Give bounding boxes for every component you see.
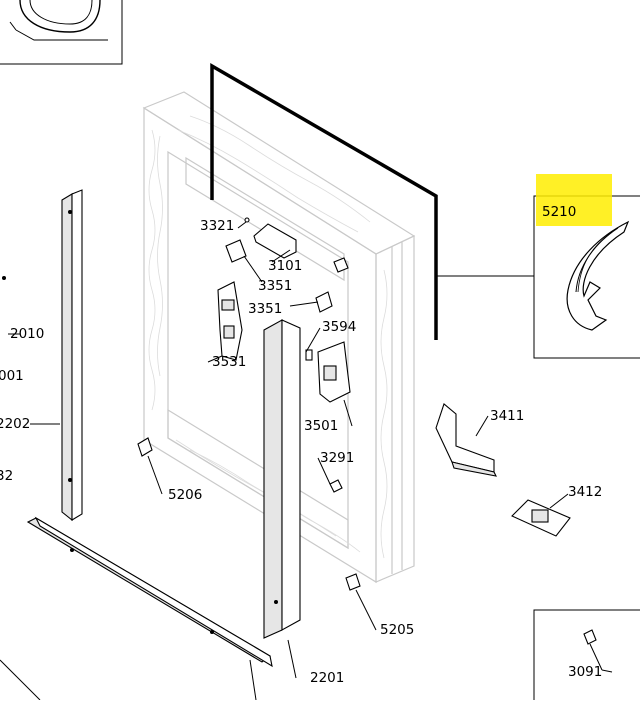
callout-2010: 2010: [10, 326, 44, 342]
callout-2202: 2202: [0, 416, 30, 432]
callout-3101: 3101: [268, 258, 302, 274]
center-rail: [263, 319, 301, 639]
callout-3351-top: 3351: [258, 278, 292, 294]
callout-3351-mid: 3351: [248, 301, 282, 317]
pin-3321: [244, 217, 250, 223]
callout-3594: 3594: [322, 319, 356, 335]
callout-5210: 5210: [542, 204, 576, 220]
clip-5205: [345, 573, 361, 591]
callout-001: 001: [0, 368, 24, 384]
callout-3501: 3501: [304, 418, 338, 434]
gasket-inset-box: [533, 174, 640, 359]
callout-3321: 3321: [200, 218, 234, 234]
hinge-3501: [317, 341, 351, 403]
gasket-profile: [566, 220, 630, 331]
bracket-3412: [511, 499, 571, 537]
highlight-marker: [536, 174, 612, 226]
leader-lines: [0, 221, 569, 701]
clip-5206: [137, 437, 153, 457]
callout-2201: 2201: [310, 670, 344, 686]
callout-3412: 3412: [568, 484, 602, 500]
callout-3531: 3531: [212, 354, 246, 370]
hinge-3531: [217, 281, 243, 361]
block-3351b: [315, 291, 333, 313]
screw-3594: [305, 349, 313, 361]
bottom-rail: [26, 516, 273, 668]
door-frame: [142, 91, 416, 584]
inset-box-top-left: [0, 0, 123, 65]
inset-box-bottom-right: [533, 609, 640, 703]
door-seal-outline: [210, 62, 438, 340]
callout-3411: 3411: [490, 408, 524, 424]
callout-3091: 3091: [568, 664, 602, 680]
edge-mark: [2, 276, 6, 280]
callout-5205: 5205: [380, 622, 414, 638]
left-rail: [61, 189, 83, 522]
callout-5206: 5206: [168, 487, 202, 503]
callout-3291: 3291: [320, 450, 354, 466]
bracket-3101: [253, 223, 297, 259]
block-3351a: [225, 239, 247, 263]
nut-3291: [329, 479, 343, 493]
bracket-3411: [435, 403, 497, 477]
clip-top: [333, 257, 349, 273]
callout-32: 32: [0, 468, 13, 484]
